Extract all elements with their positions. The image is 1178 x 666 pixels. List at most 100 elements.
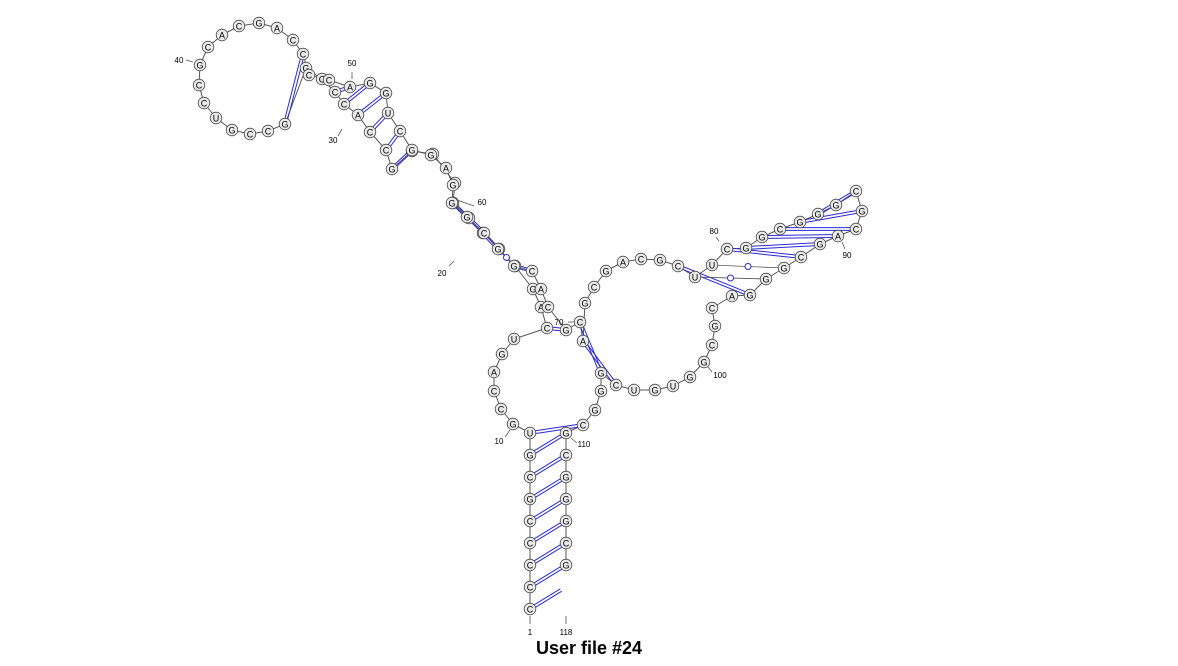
nucleotide-60: G — [446, 178, 460, 192]
nucleotide-27: G — [385, 162, 399, 176]
nucleotide-circle — [261, 124, 275, 138]
nucleotide-letter: C — [544, 323, 551, 333]
nucleotide-circle — [381, 106, 395, 120]
nucleotide-letter: C — [306, 70, 313, 80]
nucleotide-circle — [286, 33, 300, 47]
nucleotide-letter: C — [367, 127, 374, 137]
nucleotide-2: C — [523, 580, 537, 594]
nucleotide-circle — [671, 259, 685, 273]
nucleotide-letter: C — [527, 560, 534, 570]
nucleotide-circle — [855, 204, 869, 218]
position-label-70: 70 — [555, 318, 564, 327]
nucleotide-61: G — [445, 196, 459, 210]
base-pair-line — [587, 344, 615, 380]
nucleotide-circle — [351, 108, 365, 122]
nucleotide-circle — [379, 86, 393, 100]
nucleotide-letter: G — [746, 290, 753, 300]
nucleotide-letter: G — [814, 209, 821, 219]
nucleotide-68: C — [541, 300, 555, 314]
nucleotide-74: G — [599, 264, 613, 278]
nucleotide-circle — [559, 558, 573, 572]
base-pair-line — [339, 87, 345, 90]
nucleotide-circle — [507, 332, 521, 346]
nucleotide-letter: C — [481, 228, 488, 238]
nucleotide-12: C — [487, 384, 501, 398]
nucleotide-circle — [708, 319, 722, 333]
wobble-pair-mark — [750, 266, 779, 269]
base-pair-line — [457, 205, 465, 213]
nucleotide-37: C — [243, 127, 257, 141]
nucleotide-letter: A — [538, 284, 544, 294]
nucleotide-50: C — [302, 68, 316, 82]
nucleotide-letter: C — [527, 582, 534, 592]
base-pair-line — [535, 458, 563, 476]
nucleotide-38: G — [225, 123, 239, 137]
base-pair-line — [471, 222, 480, 231]
nucleotide-circle — [653, 253, 667, 267]
nucleotide-letter: G — [302, 63, 309, 73]
nucleotide-circle — [197, 96, 211, 110]
nucleotide-81: C — [720, 242, 734, 256]
nucleotide-circle — [446, 178, 460, 192]
nucleotide-letter: G — [196, 60, 203, 70]
nucleotide-113: G — [559, 470, 573, 484]
nucleotide-letter: C — [300, 49, 307, 59]
position-label-60: 60 — [478, 198, 487, 207]
nucleotide-circle — [594, 366, 608, 380]
nucleotide-42: G — [193, 58, 207, 72]
nucleotide-99: G — [708, 319, 722, 333]
nucleotide-116: C — [559, 536, 573, 550]
nucleotide-43: C — [201, 40, 215, 54]
nucleotide-3: C — [523, 558, 537, 572]
nucleotide-letter: C — [383, 145, 390, 155]
nucleotide-circle — [793, 215, 807, 229]
nucleotide-41: C — [192, 78, 206, 92]
nucleotide-circle — [507, 259, 521, 273]
base-pair-line — [347, 85, 365, 100]
nucleotide-36: C — [261, 124, 275, 138]
number-tick — [448, 260, 455, 267]
base-pair-line — [535, 546, 563, 564]
nucleotide-92: G — [813, 237, 827, 251]
nucleotide-circle — [739, 241, 753, 255]
nucleotide-44: A — [215, 28, 229, 42]
position-label-40: 40 — [175, 56, 184, 65]
nucleotide-letter: C — [290, 35, 297, 45]
nucleotide-circle — [201, 40, 215, 54]
nucleotide-49: C — [296, 47, 310, 61]
base-pair-line — [583, 326, 601, 368]
nucleotide-circle — [559, 492, 573, 506]
nucleotide-69: G — [559, 323, 573, 337]
number-tick — [185, 59, 194, 63]
nucleotide-letter: C — [527, 472, 534, 482]
nucleotide-letter: C — [580, 420, 587, 430]
nucleotide-letter: C — [777, 224, 784, 234]
base-pair-line — [535, 436, 563, 454]
nucleotide-letter: G — [449, 180, 456, 190]
nucleotide-117: G — [559, 558, 573, 572]
nucleotide-letter: U — [631, 385, 638, 395]
position-label-1: 1 — [528, 628, 533, 637]
nucleotide-letter: U — [385, 108, 392, 118]
nucleotide-4: C — [523, 536, 537, 550]
base-pair-line — [580, 327, 598, 369]
nucleotides: CCCCCGCGUGCCAGUCAGCUCCGAGUGCCACCCGGCCGUC… — [192, 16, 869, 616]
nucleotide-letter: U — [709, 260, 716, 270]
nucleotide-letter: C — [563, 538, 570, 548]
base-pair-line — [535, 423, 578, 432]
base-pair-line — [520, 265, 527, 269]
base-pair-line — [535, 524, 563, 542]
nucleotide-circle — [225, 123, 239, 137]
nucleotide-circle — [393, 124, 407, 138]
nucleotide-28: C — [379, 143, 393, 157]
wobble-pair-mark — [727, 274, 734, 282]
nucleotide-letter: G — [711, 321, 718, 331]
nucleotide-104: G — [648, 383, 662, 397]
nucleotide-112: C — [559, 448, 573, 462]
nucleotide-letter: G — [526, 494, 533, 504]
base-pair-line — [533, 434, 561, 452]
nucleotide-letter: C — [613, 380, 620, 390]
nucleotide-105: U — [627, 383, 641, 397]
nucleotide-letter: G — [581, 298, 588, 308]
nucleotide-87: G — [829, 198, 843, 212]
